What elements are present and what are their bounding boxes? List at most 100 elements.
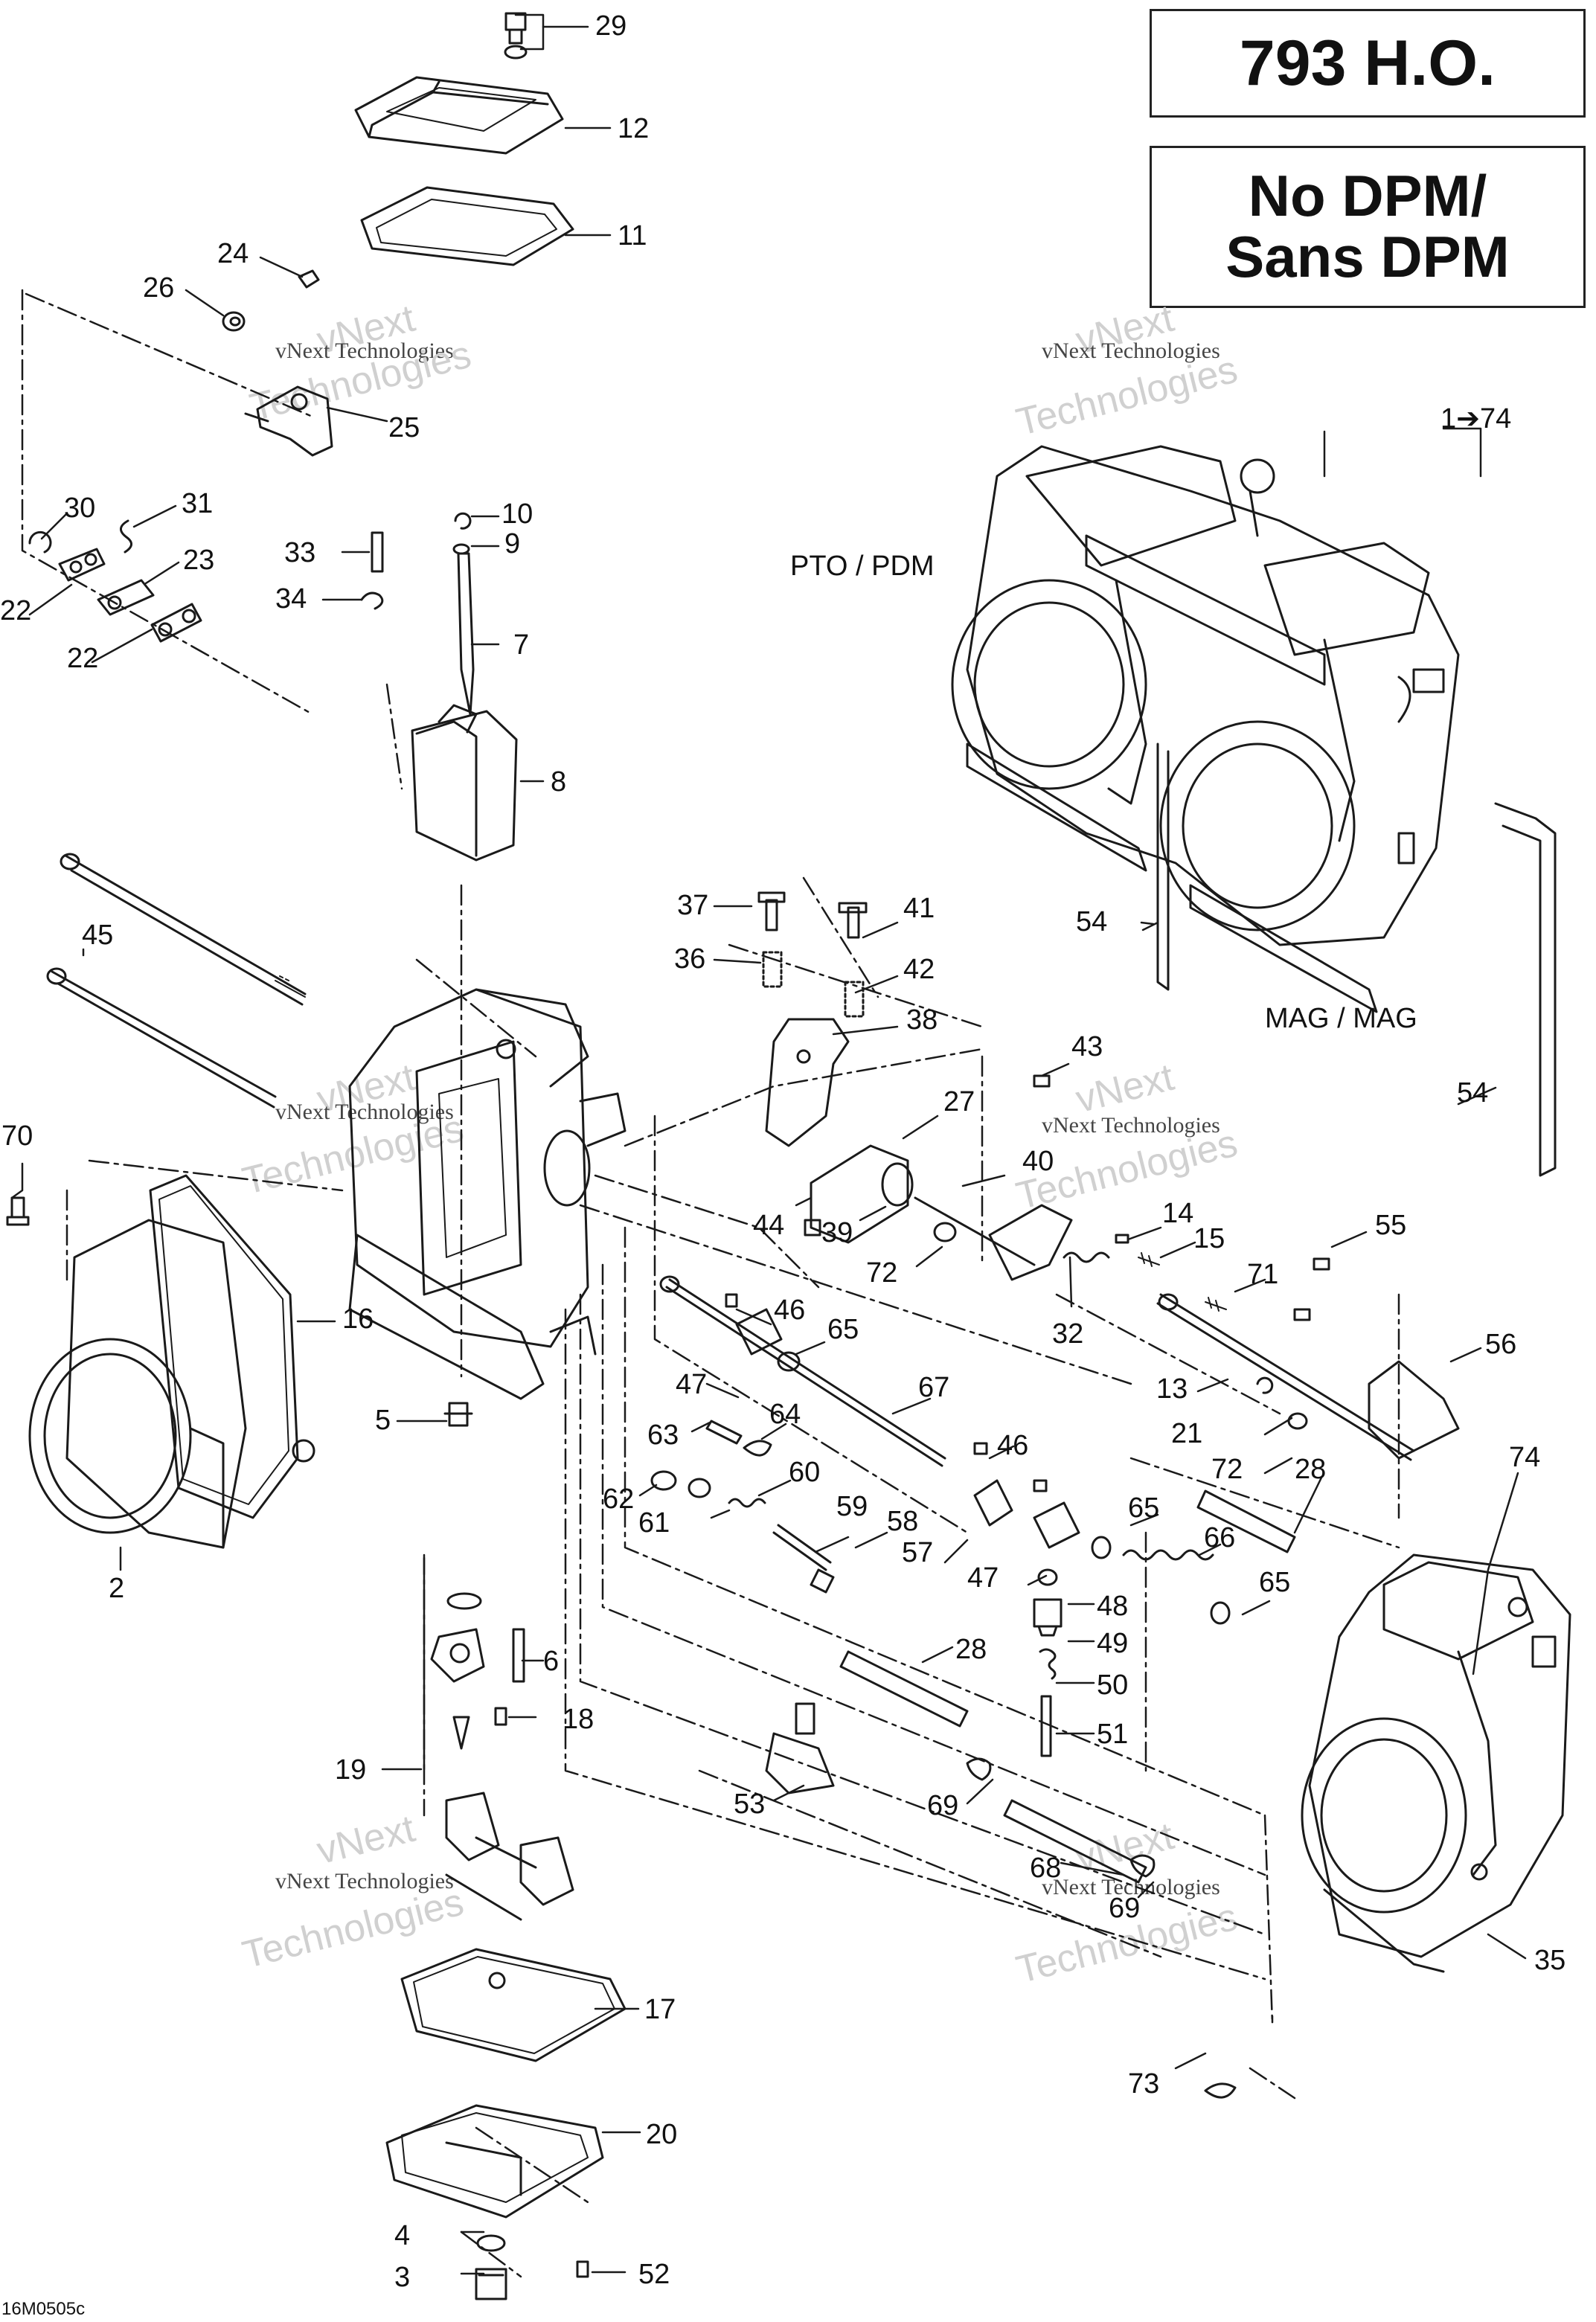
- throttle-shaft-group: [1115, 1234, 1460, 1461]
- linkage-clip-group: [28, 519, 202, 643]
- callout-65a: 65: [827, 1314, 859, 1345]
- callout-7: 7: [513, 629, 530, 661]
- intake-adapter-group: [6, 1174, 315, 1549]
- callout-17: 17: [644, 1994, 676, 2025]
- callout-26: 26: [143, 272, 175, 304]
- callout-65b: 65: [1128, 1492, 1160, 1524]
- throttle-slide: [411, 704, 518, 862]
- assembly-guide-lines: [21, 289, 1400, 2278]
- callout-33: 33: [284, 537, 316, 568]
- fitting-hose-group: [765, 1702, 1156, 1878]
- callout-6: 6: [543, 1646, 560, 1677]
- callout-47b: 47: [967, 1562, 999, 1594]
- callout-72a: 72: [866, 1257, 898, 1289]
- callout-25: 25: [388, 412, 420, 443]
- callout-43: 43: [1071, 1031, 1103, 1062]
- callout-67: 67: [918, 1372, 950, 1403]
- plug-part: [1204, 2082, 1237, 2099]
- top-cover-group: [354, 12, 574, 266]
- throttle-lever-group: [757, 891, 1110, 1281]
- callout-74: 74: [1509, 1442, 1541, 1473]
- callout-3: 3: [394, 2262, 411, 2293]
- callout-18: 18: [563, 1704, 595, 1735]
- callout-28b: 28: [955, 1634, 987, 1665]
- callout-14: 14: [1162, 1198, 1194, 1229]
- callout-12: 12: [618, 113, 650, 144]
- lower-right-carburetor: [1301, 1553, 1571, 1973]
- callout-65c: 65: [1259, 1567, 1291, 1598]
- callout-51: 51: [1097, 1719, 1129, 1750]
- callout-69a: 69: [927, 1790, 959, 1821]
- variant-title-line1: No DPM/: [1248, 163, 1487, 229]
- model-title: 793 H.O.: [1239, 27, 1496, 99]
- callout-68: 68: [1030, 1853, 1062, 1884]
- callout-54b: 54: [1457, 1077, 1489, 1109]
- callout-46a: 46: [774, 1295, 806, 1326]
- callout-54a: 54: [1076, 906, 1108, 937]
- callout-35: 35: [1534, 1945, 1566, 1976]
- variant-title-box: No DPM/ Sans DPM: [1150, 146, 1586, 308]
- choke-shaft-group: [659, 1275, 946, 1467]
- fuel-lines: [1156, 743, 1557, 1177]
- callout-21: 21: [1171, 1418, 1203, 1449]
- jet-needle-group: [360, 512, 475, 716]
- callout-49: 49: [1097, 1628, 1129, 1659]
- callout-34: 34: [275, 583, 307, 615]
- pto-side-label: PTO / PDM: [790, 551, 935, 582]
- callout-44: 44: [753, 1210, 785, 1241]
- callout-66: 66: [1204, 1522, 1236, 1553]
- callout-42: 42: [903, 954, 935, 985]
- callout-2: 2: [109, 1573, 125, 1604]
- callout-16: 16: [342, 1303, 374, 1335]
- callout-55: 55: [1375, 1210, 1407, 1241]
- callout-53: 53: [734, 1789, 766, 1820]
- callout-15: 15: [1193, 1223, 1225, 1254]
- float-valve-group: [430, 1402, 525, 1750]
- callout-22b: 22: [67, 643, 99, 674]
- callout-46b: 46: [997, 1430, 1029, 1461]
- choke-lever-group: [222, 269, 333, 457]
- leader-lines: [10, 13, 1527, 2275]
- float-assembly: [445, 1792, 574, 1921]
- mag-side-label: MAG / MAG: [1265, 1003, 1417, 1034]
- float-bowl-group: [385, 1948, 626, 2300]
- starter-plunger-group: [1033, 1479, 1080, 1757]
- callout-52: 52: [638, 2259, 670, 2290]
- assembled-carburetors: [951, 445, 1460, 1013]
- assembly-range-label: 1➔74: [1440, 403, 1512, 434]
- callout-50: 50: [1097, 1670, 1129, 1701]
- callout-27: 27: [943, 1086, 975, 1117]
- callout-73: 73: [1128, 2068, 1160, 2100]
- callout-59: 59: [836, 1491, 868, 1522]
- callout-40: 40: [1022, 1146, 1054, 1177]
- callout-9: 9: [504, 528, 521, 559]
- callout-63: 63: [647, 1420, 679, 1451]
- callout-45: 45: [82, 920, 114, 951]
- callout-47a: 47: [676, 1369, 708, 1400]
- idle-screw-group: [650, 1442, 1013, 1594]
- callout-22a: 22: [0, 595, 32, 626]
- callout-5: 5: [375, 1405, 391, 1436]
- callout-32: 32: [1052, 1318, 1084, 1350]
- callout-19: 19: [335, 1754, 367, 1786]
- variant-title-line2: Sans DPM: [1225, 224, 1510, 289]
- callout-57: 57: [902, 1537, 934, 1568]
- rod-spring-group: [839, 1489, 1296, 1884]
- carburetor-body: [348, 988, 626, 1400]
- model-title-box: 793 H.O.: [1150, 9, 1586, 118]
- callout-56: 56: [1485, 1329, 1517, 1360]
- callout-37: 37: [677, 890, 709, 921]
- callout-4: 4: [394, 2220, 411, 2251]
- callout-13: 13: [1156, 1373, 1188, 1405]
- callout-36: 36: [674, 943, 706, 975]
- callout-58: 58: [887, 1506, 919, 1537]
- callout-70: 70: [1, 1120, 33, 1152]
- callout-72b: 72: [1211, 1454, 1243, 1485]
- callout-38: 38: [906, 1004, 938, 1036]
- callout-23: 23: [183, 545, 215, 576]
- callout-28a: 28: [1295, 1454, 1327, 1485]
- long-screws: [46, 853, 307, 1109]
- callout-71: 71: [1247, 1259, 1279, 1290]
- callout-41: 41: [903, 893, 935, 924]
